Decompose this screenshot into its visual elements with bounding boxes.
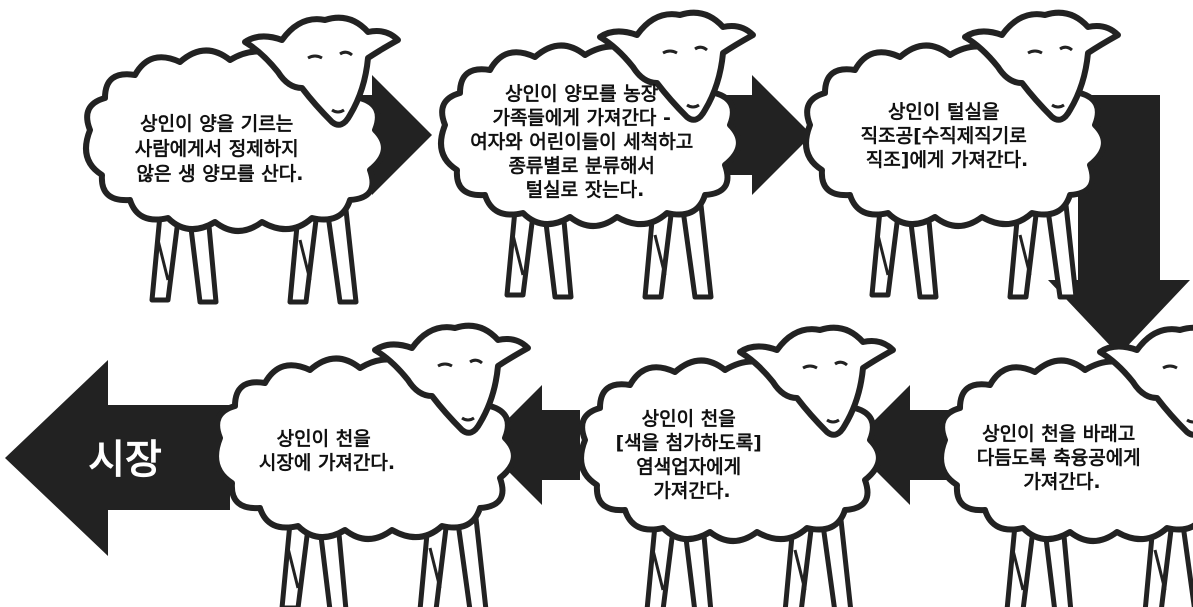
step-5-line-1: 상인이 천을: [642, 408, 736, 430]
step-3-text: 상인이 털실을 직조공[수직제직기로 직조]에게 가져간다.: [861, 101, 1034, 171]
step-1-text: 상인이 양을 기르는 사람에게서 정제하지 않은 생 양모를 산다.: [135, 113, 306, 185]
arrow-right-2: [715, 75, 812, 195]
step-5-line-3: 염색업자에게: [636, 456, 741, 478]
market-arrow: [5, 360, 230, 556]
step-4-line-3: 가져간다.: [1023, 471, 1100, 493]
step-1-line-3: 않은 생 양모를 산다.: [137, 163, 304, 185]
step-2-line-3: 여자와 어린이들이 세척하고: [470, 131, 693, 153]
step-3-line-3: 직조]에게 가져간다.: [866, 149, 1028, 171]
step-6-line-2: 시장에 가져간다.: [259, 452, 395, 474]
step-5-line-4: 가져간다.: [653, 480, 730, 502]
arrow-left-1: [850, 385, 950, 505]
step-4-line-2: 다듬도록 축융공에게: [977, 447, 1141, 469]
step-4-text: 상인이 천을 바래고 다듬도록 축융공에게 가져간다.: [977, 423, 1148, 493]
step-4-line-1: 상인이 천을 바래고: [982, 423, 1135, 445]
step-2-line-1: 상인이 양모를 농장: [505, 83, 659, 105]
market-label: 시장: [88, 437, 162, 483]
step-2-text: 상인이 양모를 농장 가족들에게 가져간다 - 여자와 어린이들이 세척하고 종…: [470, 83, 700, 201]
step-5-text: 상인이 천을 [색을 첨가하도록] 염색업자에게 가져간다.: [616, 408, 769, 502]
step-6-text: 상인이 천을 시장에 가져간다.: [259, 428, 395, 474]
arrow-left-2: [482, 385, 580, 505]
step-1-line-2: 사람에게서 정제하지: [135, 138, 299, 160]
step-2-line-4: 종류별로 분류해서: [508, 155, 654, 177]
step-6-line-1: 상인이 천을: [277, 428, 371, 450]
step-2-line-5: 털실로 잣는다.: [526, 179, 645, 201]
step-3-line-2: 직조공[수직제직기로: [861, 125, 1027, 147]
step-2-line-2: 가족들에게 가져간다 -: [492, 107, 670, 129]
step-3-line-1: 상인이 털실을: [888, 101, 1000, 123]
step-5-line-2: [색을 첨가하도록]: [616, 432, 762, 454]
step-1-line-1: 상인이 양을 기르는: [140, 113, 293, 135]
